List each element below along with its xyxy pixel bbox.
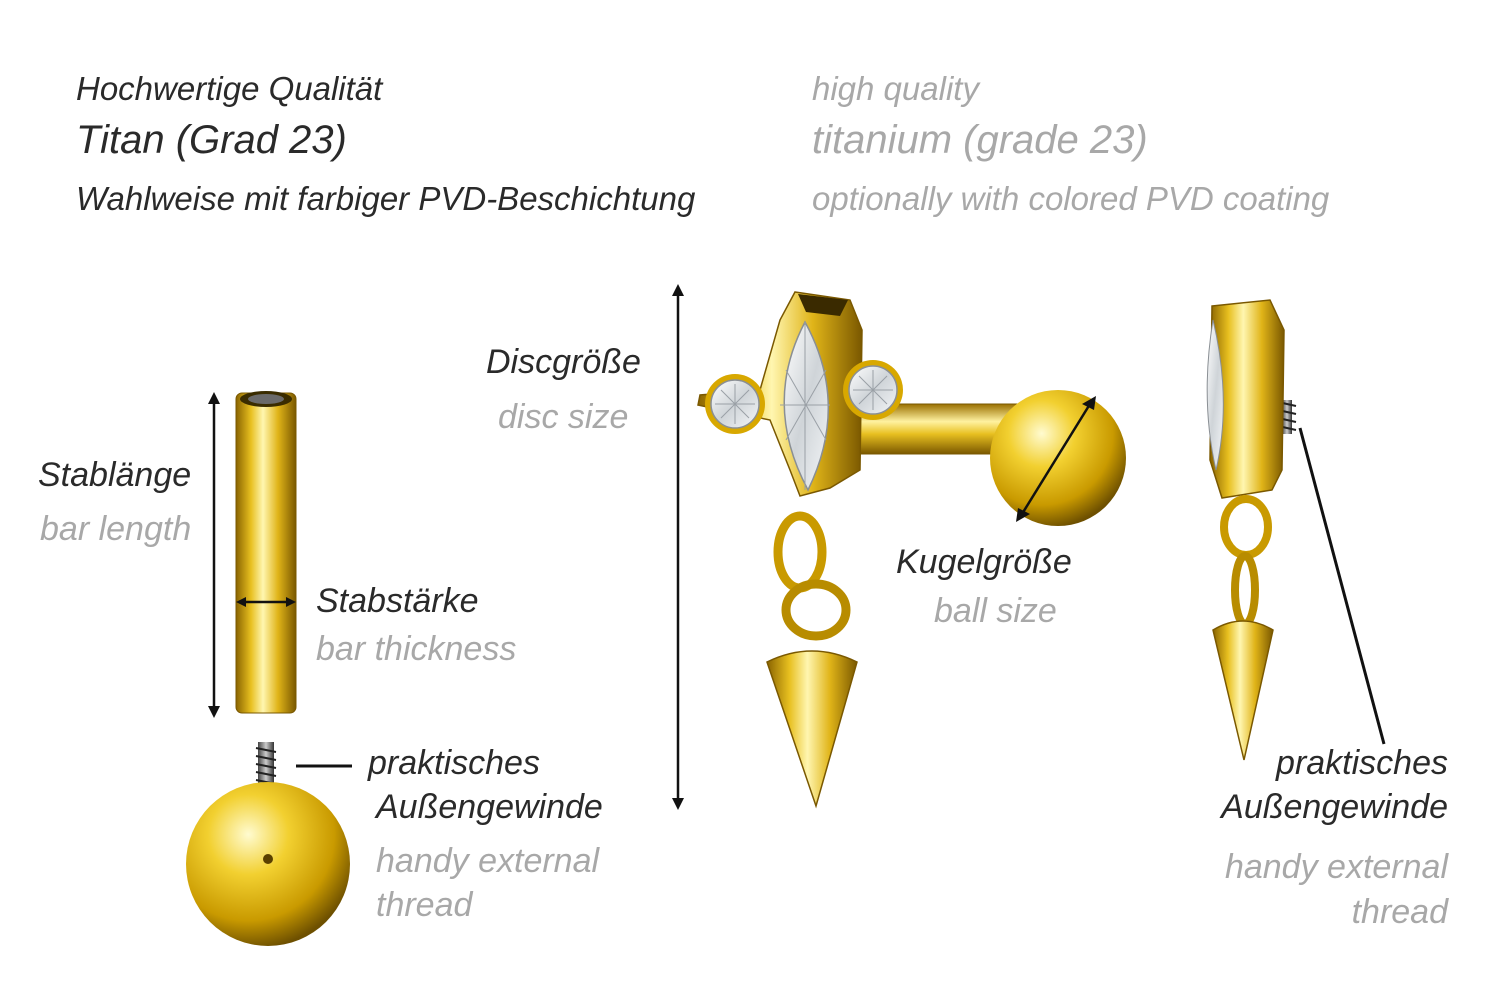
ball-size-arrow [1016,396,1096,522]
ball-size-label: Kugelgröße [896,543,1072,581]
disc-size-arrow [672,284,684,810]
earring-side-view [1206,299,1297,761]
thread-label-left-en-1: handy external [376,842,600,880]
thread-label-left-en-2: thread [376,886,473,924]
thread-label-right-en-2: thread [1351,893,1448,931]
bar-thickness-label-en: bar thickness [316,630,517,668]
header-material-en: titanium (grade 23) [812,118,1148,162]
ball-with-thread [186,742,350,946]
thread-pointer-right [1298,427,1386,745]
thread-label-right-en-1: handy external [1224,848,1448,886]
thread-label-right-2: Außengewinde [1221,788,1448,826]
header-quality-en: high quality [812,70,979,107]
bar-illustration [235,391,297,714]
ball-size-label-en: ball size [934,592,1057,630]
earring-front-view [697,291,1126,809]
disc-size-label-en: disc size [498,398,629,436]
bar-length-label: Stablänge [38,456,192,494]
header-quality-de: Hochwertige Qualität [76,70,383,107]
header-material-de: Titan (Grad 23) [76,118,347,162]
thread-label-left-1: praktisches [368,744,540,782]
bar-thickness-label: Stabstärke [316,582,479,620]
bar-length-label-en: bar length [40,510,192,548]
header-coating-de: Wahlweise mit farbiger PVD-Beschichtung [76,180,696,217]
bar-thickness-arrow [236,597,296,607]
header-coating-en: optionally with colored PVD coating [812,180,1330,217]
thread-label-right-1: praktisches [1276,744,1448,782]
bar-length-arrow [208,392,220,718]
thread-label-left-2: Außengewinde [376,788,603,826]
disc-size-label: Discgröße [486,343,641,381]
